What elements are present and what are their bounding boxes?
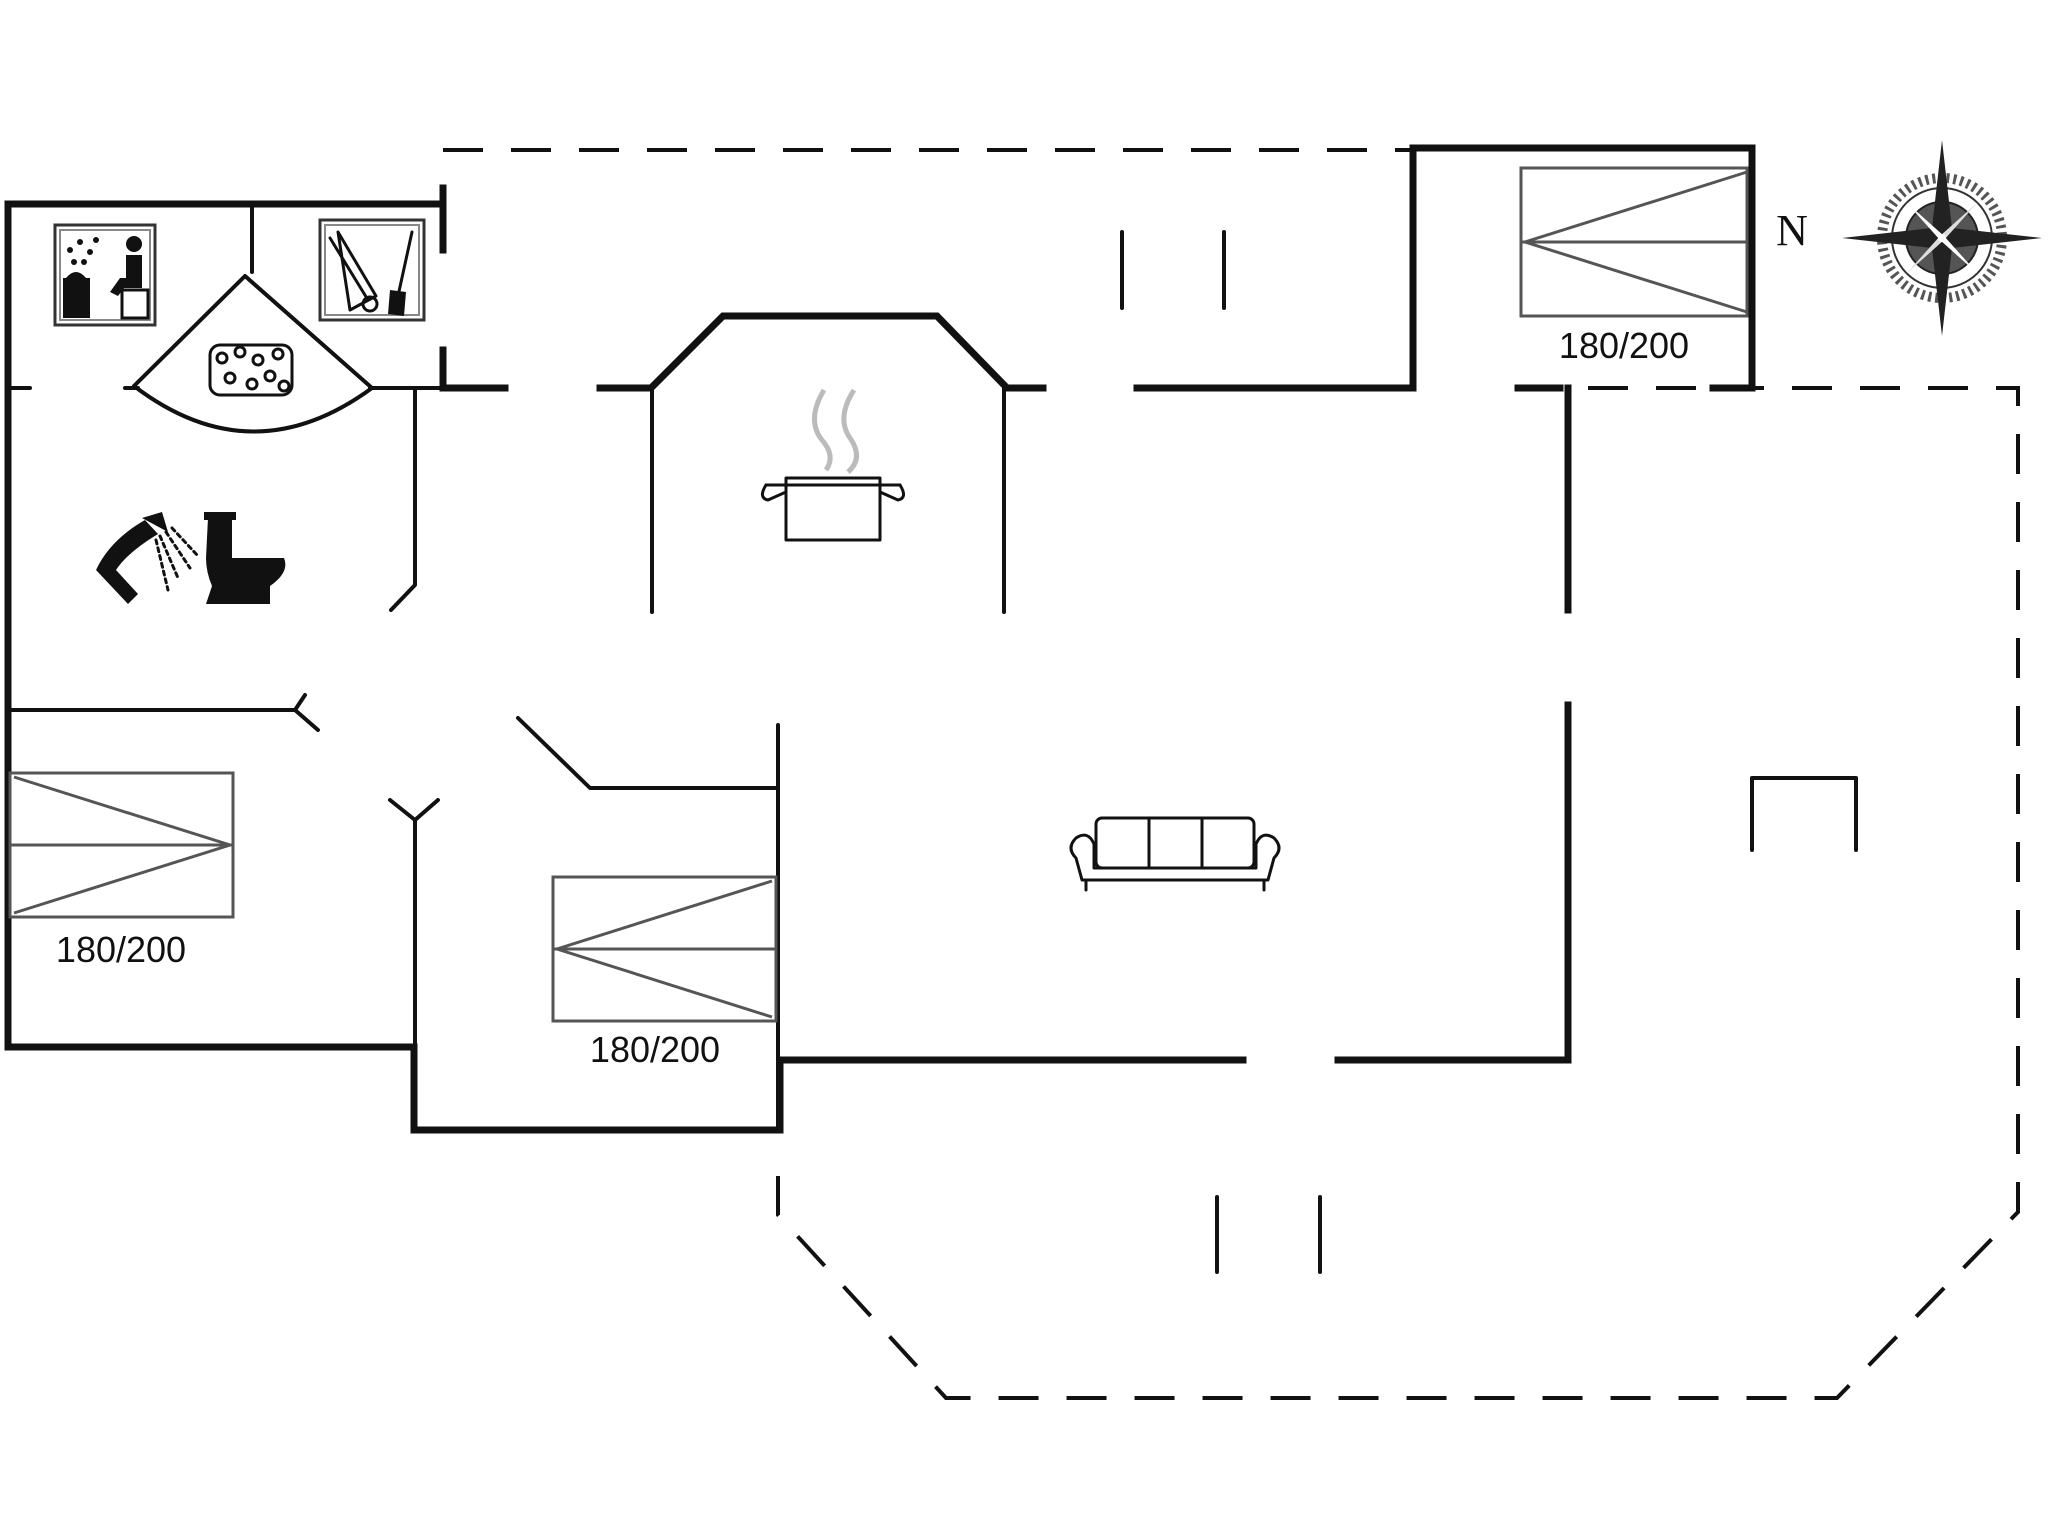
bed-size-label: 180/200 — [1559, 325, 1689, 366]
bed-top-right: 180/200 — [1519, 166, 1749, 366]
partitions — [6, 204, 1858, 1274]
terrace-outline — [443, 148, 2020, 1400]
washing-machine-icon — [318, 218, 426, 322]
bed-size-label: 180/200 — [56, 929, 186, 970]
bed-middle: 180/200 — [551, 875, 778, 1070]
stove-pot-icon — [761, 388, 905, 542]
bed-left: 180/200 — [8, 771, 235, 970]
shower-icon — [96, 512, 200, 604]
north-label: N — [1776, 206, 1808, 255]
bed-size-label: 180/200 — [590, 1029, 720, 1070]
toilet-icon — [204, 512, 286, 604]
sauna-icon — [53, 223, 157, 327]
hot-tub-icon — [132, 274, 374, 434]
sofa-icon — [1069, 816, 1281, 892]
compass-rose-icon: N — [1776, 140, 2042, 336]
